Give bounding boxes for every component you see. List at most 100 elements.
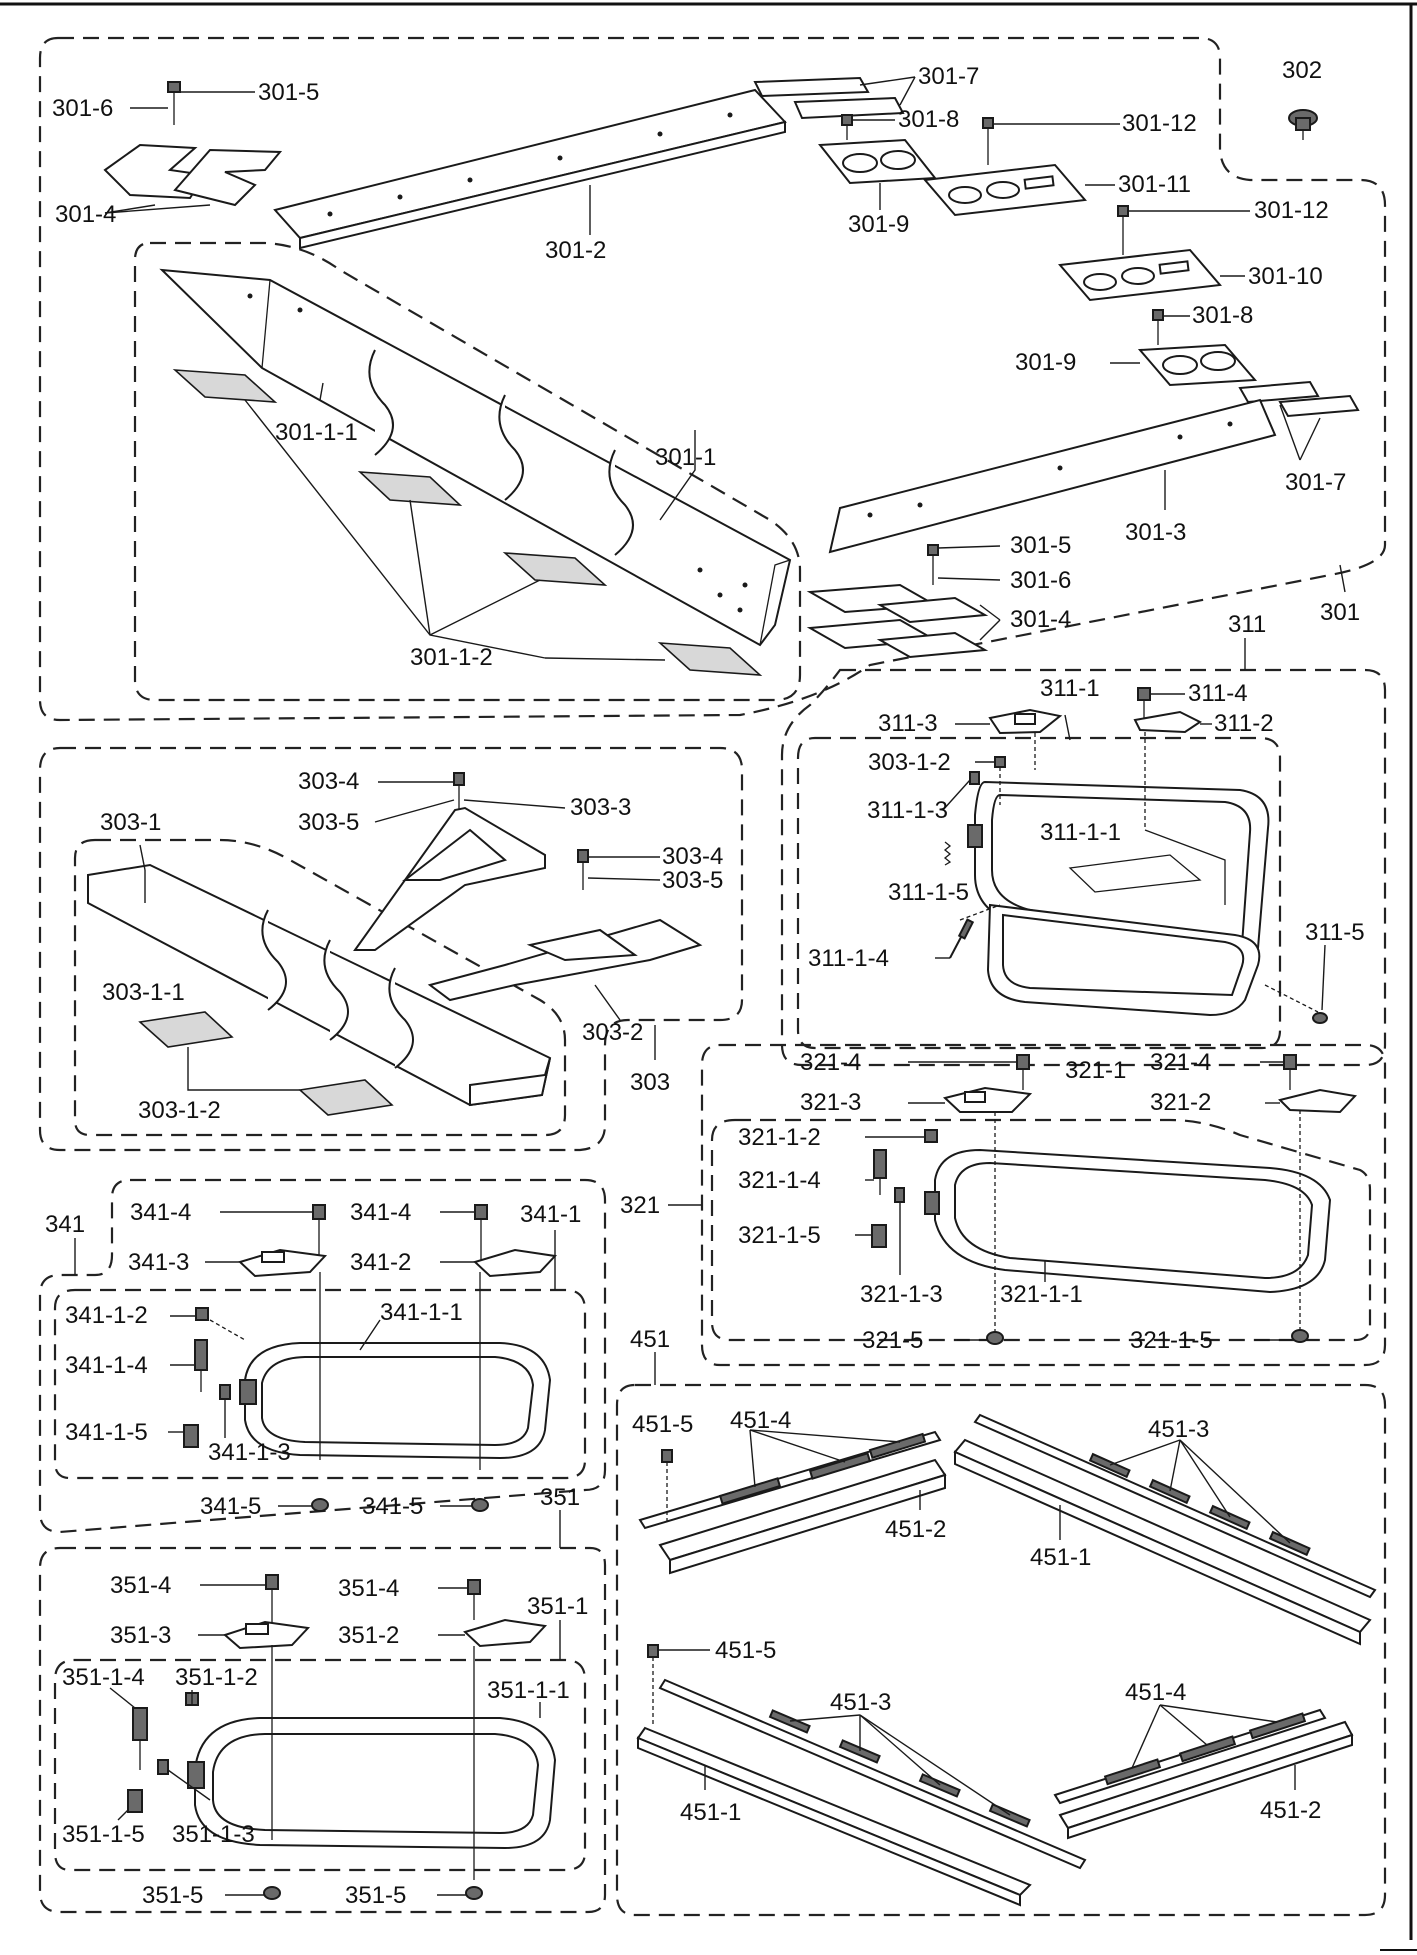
label-301-7a: 301-7 <box>918 63 979 90</box>
part-303-1-2-pads <box>138 1011 394 1116</box>
label-351-1: 351-1 <box>527 1593 588 1620</box>
label-451-3a: 451-3 <box>1148 1416 1209 1443</box>
label-451-5a: 451-5 <box>632 1411 693 1438</box>
part-301-2 <box>273 88 787 250</box>
part-351-1-1 <box>194 1717 557 1850</box>
label-341-4b: 341-4 <box>350 1199 411 1226</box>
group-351: 351 351-1 351-1-1 351-1-2 351-1-3 351-1-… <box>38 1484 607 1914</box>
label-321: 321 <box>620 1192 660 1219</box>
part-451-1-upper <box>953 1438 1372 1646</box>
label-351-1-5: 351-1-5 <box>62 1821 145 1848</box>
label-351-4b: 351-4 <box>338 1575 399 1602</box>
label-451-5b: 451-5 <box>715 1637 776 1664</box>
label-303-2: 303-2 <box>582 1019 643 1046</box>
label-303-1-2: 303-1-2 <box>138 1097 221 1124</box>
nut-341-5-b <box>471 1498 489 1512</box>
group-311: 311 311-1 311-1-1 311-1-3 311-1-4 311-1-… <box>780 611 1387 1067</box>
part-451-3-upper <box>973 1413 1377 1599</box>
label-351-3: 351-3 <box>110 1622 171 1649</box>
label-321-4a: 321-4 <box>800 1049 861 1076</box>
part-311-3 <box>988 708 1063 735</box>
label-451-1b: 451-1 <box>680 1799 741 1826</box>
part-311-1-frame <box>986 903 1261 1017</box>
part-311-2 <box>1133 710 1202 734</box>
label-311-1-3: 311-1-3 <box>867 797 948 824</box>
label-321-1-3: 321-1-3 <box>860 1281 943 1308</box>
label-302: 302 <box>1282 57 1322 84</box>
label-351-2: 351-2 <box>338 1622 399 1649</box>
label-451-3b: 451-3 <box>830 1689 891 1716</box>
label-301: 301 <box>1320 599 1360 626</box>
part-301-4-lower <box>806 583 989 659</box>
label-341-5b: 341-5 <box>362 1493 423 1520</box>
screw-341-4-b <box>474 1204 488 1260</box>
part-301-4-upper <box>103 143 283 207</box>
part-321-1-1 <box>934 1148 1332 1294</box>
screw-301-12-lower <box>1117 205 1129 255</box>
screw-303-4-lower <box>577 849 589 890</box>
label-351: 351 <box>540 1484 580 1511</box>
part-351-1-5 <box>127 1789 143 1813</box>
label-351-1-1: 351-1-1 <box>487 1677 570 1704</box>
screw-301-8-lower <box>1152 309 1164 345</box>
part-321-3 <box>942 1086 1033 1113</box>
label-303-3: 303-3 <box>570 794 631 821</box>
group-311-1-boundary <box>796 736 1282 1050</box>
label-341-1-2: 341-1-2 <box>65 1302 148 1329</box>
label-301-11: 301-11 <box>1118 171 1191 198</box>
part-451-1-lower <box>636 1726 1032 1907</box>
label-311-5: 311-5 <box>1305 919 1365 946</box>
screw-351-4-b <box>467 1579 481 1620</box>
label-301-6a: 301-6 <box>52 95 113 122</box>
screw-321-4-a <box>1016 1054 1030 1090</box>
part-303-1-1 <box>87 863 552 1107</box>
part-341-3 <box>238 1248 328 1278</box>
group-311-boundary <box>780 668 1387 1067</box>
part-301-9-upper <box>818 138 937 185</box>
label-321-1-2: 321-1-2 <box>738 1124 821 1151</box>
label-321-1-5b: 321-1-5 <box>1130 1327 1213 1354</box>
group-303-boundary <box>38 746 744 1152</box>
label-351-1-3: 351-1-3 <box>172 1821 255 1848</box>
label-451-2a: 451-2 <box>885 1516 946 1543</box>
screw-301-8-upper <box>841 114 853 140</box>
part-301-7-lower <box>1238 380 1360 418</box>
part-341-1-4 <box>194 1339 208 1392</box>
label-451-1a: 451-1 <box>1030 1544 1091 1571</box>
group-341: 341 341-1 341-1-1 341-1-2 341-1-3 341-1-… <box>38 1178 607 1534</box>
label-321-1: 321-1 <box>1065 1057 1126 1084</box>
label-321-3: 321-3 <box>800 1089 861 1116</box>
group-351-boundary <box>38 1546 607 1914</box>
nut-351-5-a <box>263 1886 281 1900</box>
label-321-1-4: 321-1-4 <box>738 1167 821 1194</box>
part-301-11 <box>923 163 1087 217</box>
label-301-12a: 301-12 <box>1122 110 1197 137</box>
label-311: 311 <box>1228 611 1266 638</box>
nut-321-1-5-b <box>1291 1329 1309 1343</box>
label-311-2: 311-2 <box>1214 710 1274 737</box>
label-303-5b: 303-5 <box>662 867 723 894</box>
nut-351-5-b <box>465 1886 483 1900</box>
label-351-5a: 351-5 <box>142 1882 203 1909</box>
part-451-3-lower <box>658 1678 1087 1870</box>
part-301-10 <box>1058 248 1222 302</box>
label-351-1-4: 351-1-4 <box>62 1664 145 1691</box>
label-351-5b: 351-5 <box>345 1882 406 1909</box>
screw-303-4-upper <box>453 772 465 810</box>
label-321-5: 321-5 <box>862 1327 923 1354</box>
label-311-1: 311-1 <box>1040 675 1100 702</box>
label-303-4a: 303-4 <box>298 768 359 795</box>
label-321-1-1: 321-1-1 <box>1000 1281 1083 1308</box>
label-301-6b: 301-6 <box>1010 567 1071 594</box>
screw-341-4-a <box>312 1204 326 1260</box>
group-303-1-boundary <box>73 838 567 1137</box>
group-303: 303 303-1 303-1-1 303-1-2 303-2 303-3 30… <box>38 746 744 1152</box>
group-351-1-boundary <box>53 1658 587 1872</box>
label-341-3: 341-3 <box>128 1249 189 1276</box>
label-301-2: 301-2 <box>545 237 606 264</box>
part-303-3 <box>353 806 546 951</box>
part-321-1-3 <box>894 1187 905 1203</box>
label-341-1: 341-1 <box>520 1201 581 1228</box>
part-351-1-3 <box>157 1759 169 1775</box>
